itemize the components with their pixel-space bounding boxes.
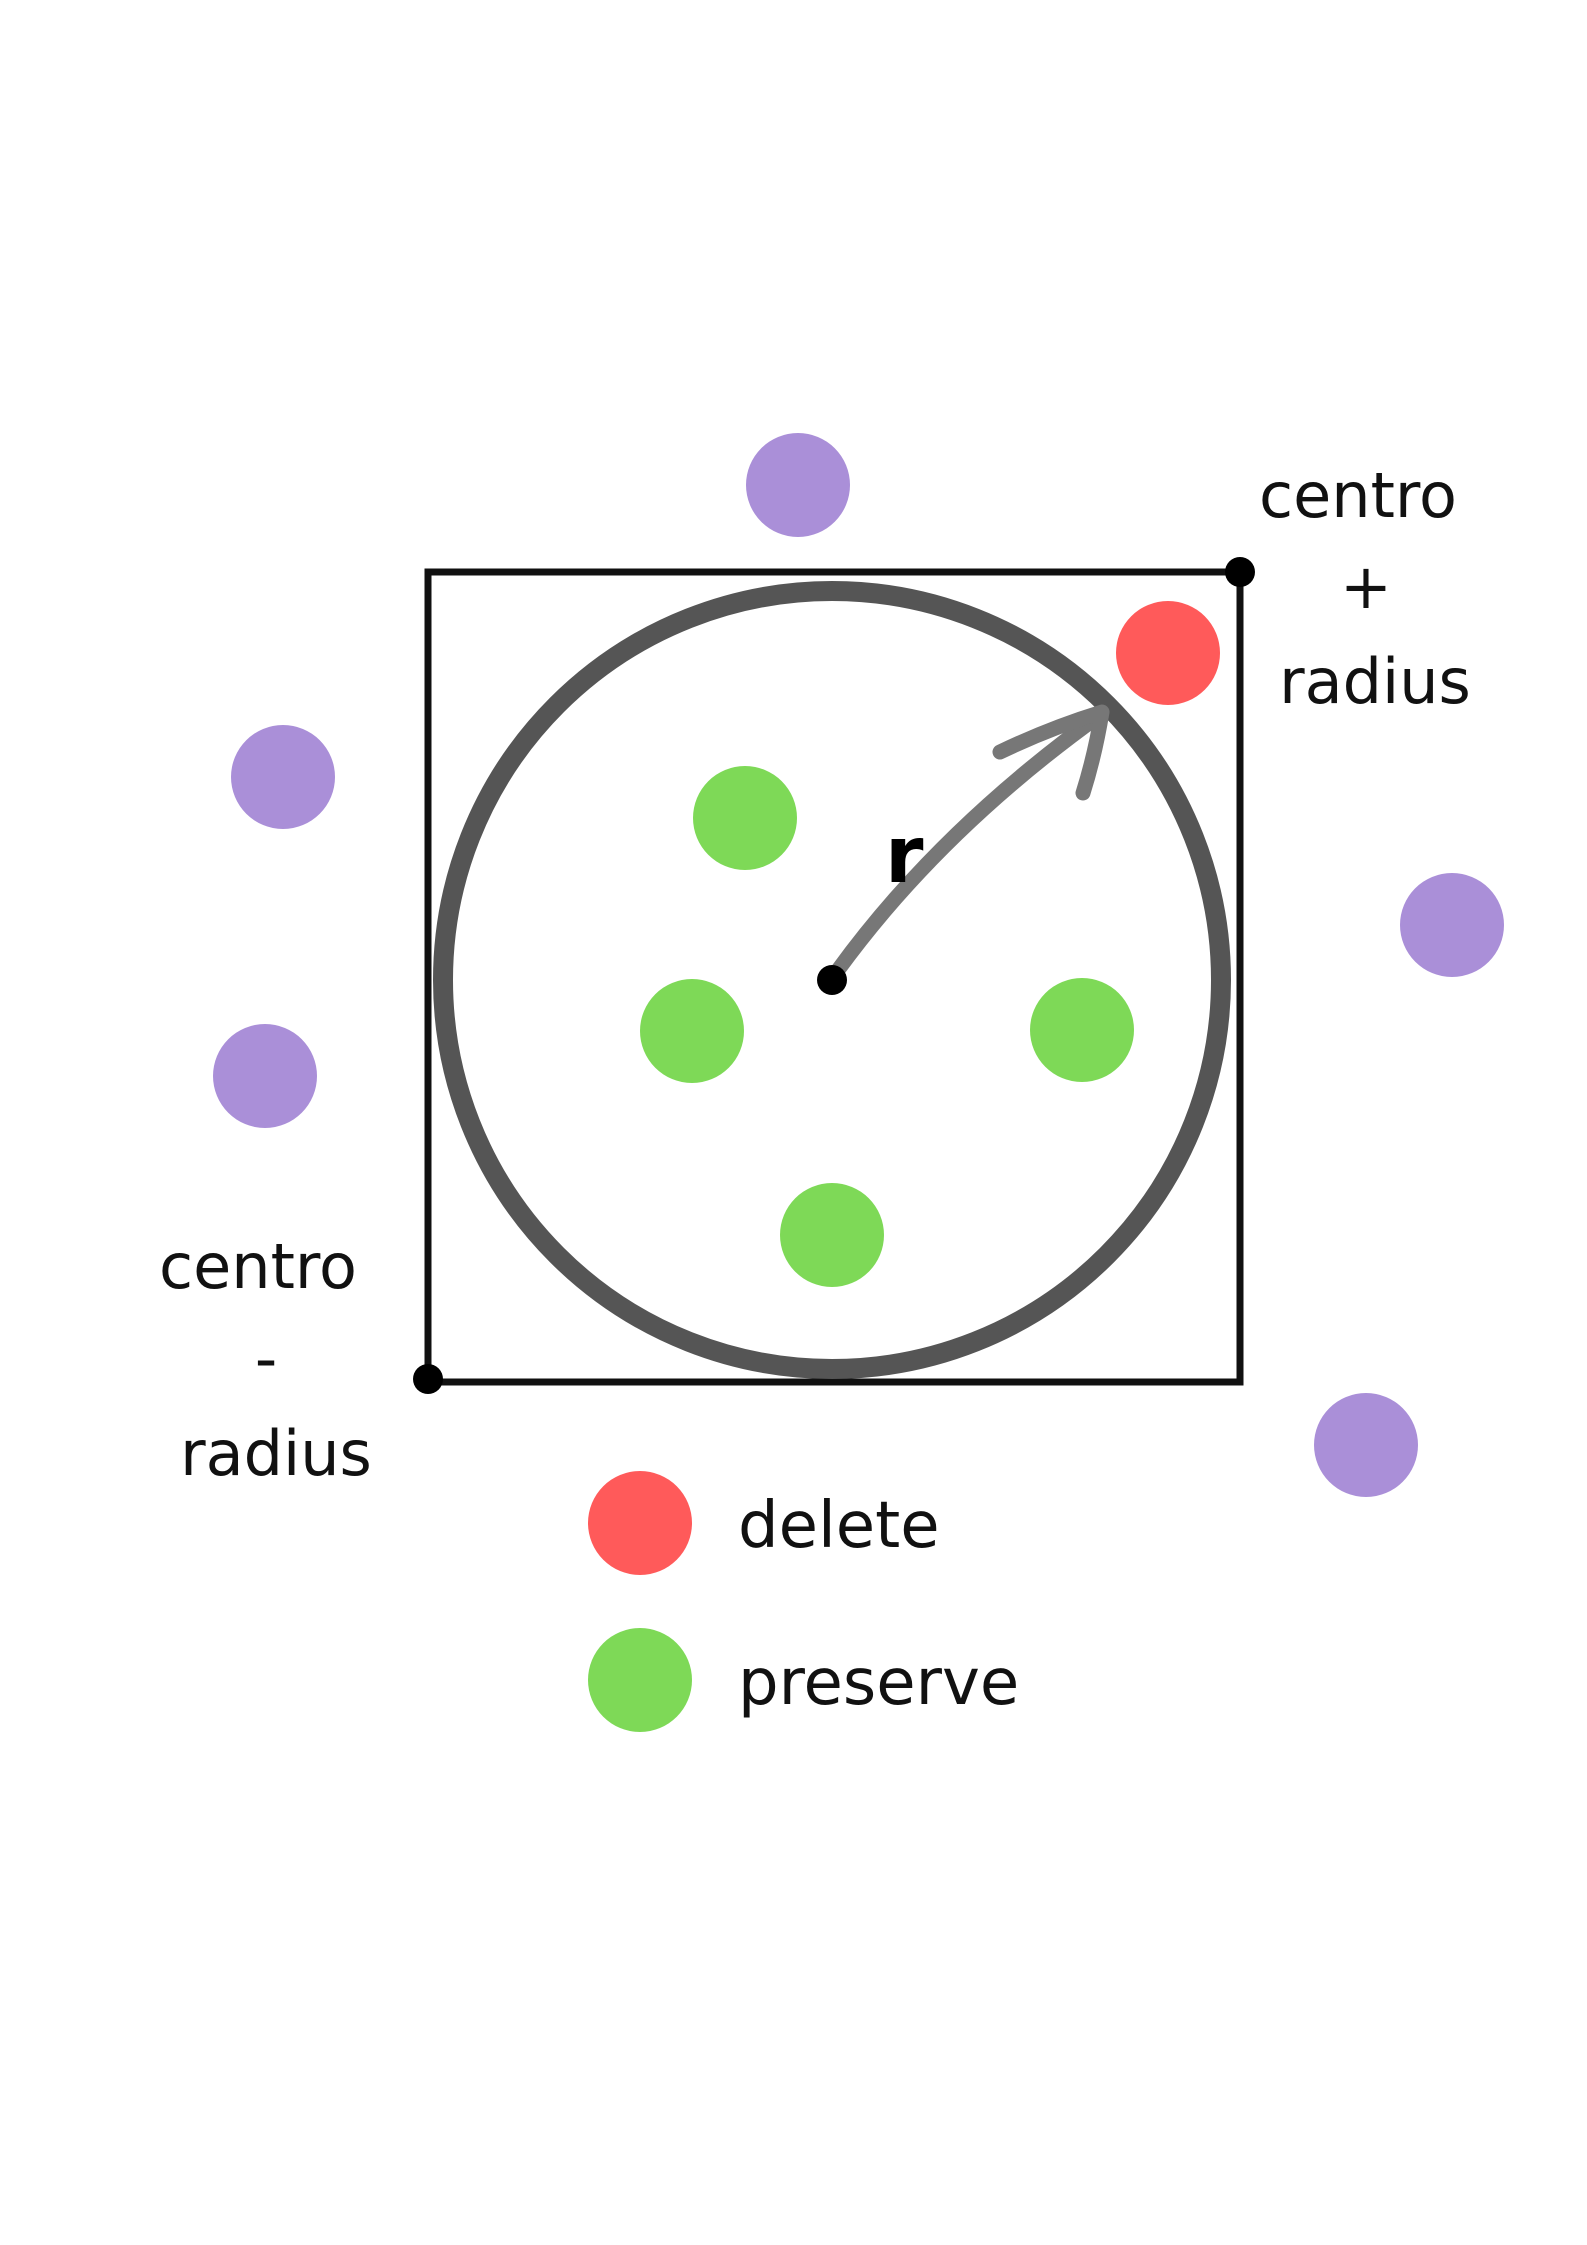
- legend-delete-label: delete: [738, 1489, 940, 1563]
- legend-preserve-label: preserve: [738, 1646, 1019, 1720]
- outside-point: [746, 433, 850, 537]
- radius-arrow-icon: [830, 707, 1108, 978]
- radius-label: r: [885, 811, 924, 901]
- max-corner-label-line2: +: [1340, 550, 1392, 623]
- outside-point: [231, 725, 335, 829]
- bounding-square: [424, 568, 1244, 1386]
- legend-preserve-swatch: [588, 1628, 692, 1732]
- min-corner-label-line2: -: [255, 1322, 277, 1395]
- center-point: [817, 965, 847, 995]
- outside-point: [1314, 1393, 1418, 1497]
- legend-delete-swatch: [588, 1471, 692, 1575]
- max-corner-label-line1: centro: [1259, 459, 1457, 532]
- radius-arrowhead-icon: [992, 704, 1110, 801]
- min-corner-label-line3: radius: [180, 1417, 372, 1490]
- delete-point: [1116, 601, 1220, 705]
- search-circle: [433, 581, 1231, 1379]
- preserve-point: [1030, 978, 1134, 1082]
- max-corner-point: [1225, 557, 1255, 587]
- preserve-point: [780, 1183, 884, 1287]
- preserve-point: [693, 766, 797, 870]
- preserve-point: [640, 979, 744, 1083]
- min-corner-label-line1: centro: [159, 1230, 357, 1303]
- max-corner-label-line3: radius: [1279, 645, 1471, 718]
- outside-point: [1400, 873, 1504, 977]
- outside-point: [213, 1024, 317, 1128]
- min-corner-point: [413, 1364, 443, 1394]
